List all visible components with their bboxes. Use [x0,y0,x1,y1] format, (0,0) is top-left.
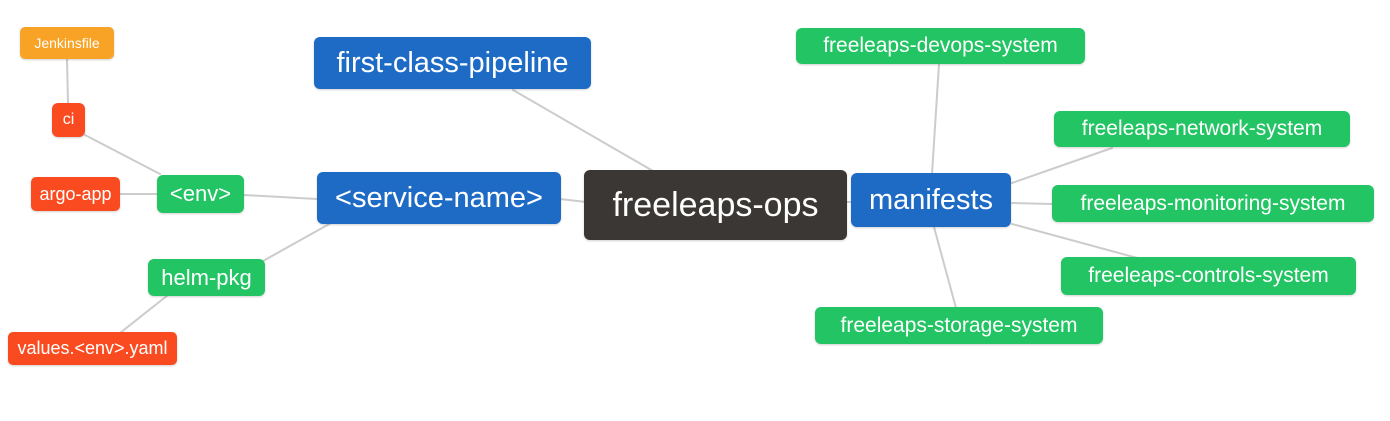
edge-manifests-controls [1011,223,1142,260]
node-freeleaps-controls-system[interactable]: freeleaps-controls-system [1061,257,1356,295]
edge-service-name-helm-pkg [262,222,332,262]
node-freeleaps-ops-root[interactable]: freeleaps-ops [584,170,847,240]
edge-helm-pkg-values [119,294,169,334]
node-service-name[interactable]: <service-name> [317,172,561,224]
edge-jenkinsfile-ci [66,58,69,104]
node-first-class-pipeline[interactable]: first-class-pipeline [314,37,591,89]
node-argo-app[interactable]: argo-app [31,177,120,211]
edge-manifests-devops [931,63,940,175]
node-jenkinsfile[interactable]: Jenkinsfile [20,27,114,59]
node-env[interactable]: <env> [157,175,244,213]
edge-pipeline-root [512,89,654,172]
node-helm-pkg[interactable]: helm-pkg [148,259,265,296]
node-freeleaps-network-system[interactable]: freeleaps-network-system [1054,111,1350,147]
edge-service-name-root [559,198,587,203]
node-manifests[interactable]: manifests [851,173,1011,227]
edge-env-service-name [243,194,318,200]
node-values-env-yaml[interactable]: values.<env>.yaml [8,332,177,365]
edge-ci-env [84,134,161,175]
node-ci[interactable]: ci [52,103,85,137]
edge-manifests-monitoring [1011,202,1054,205]
edge-manifests-storage [933,226,957,309]
node-freeleaps-devops-system[interactable]: freeleaps-devops-system [796,28,1085,64]
node-freeleaps-monitoring-system[interactable]: freeleaps-monitoring-system [1052,185,1374,222]
edge-manifests-network [1011,147,1113,184]
node-freeleaps-storage-system[interactable]: freeleaps-storage-system [815,307,1103,344]
